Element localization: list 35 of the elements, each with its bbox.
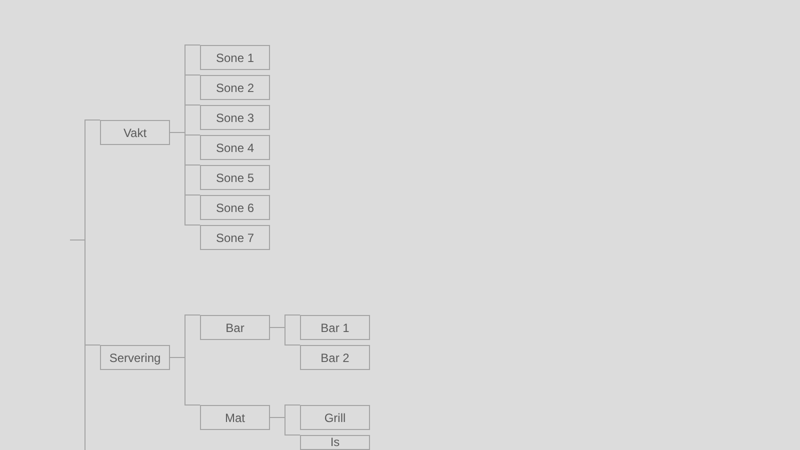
tree-node-box bbox=[200, 225, 270, 250]
node-label: Sone 2 bbox=[216, 80, 254, 94]
node-label: Vakt bbox=[123, 126, 147, 140]
node-label: Grill bbox=[324, 410, 346, 424]
tree-node-box bbox=[200, 165, 270, 190]
tree-node-box bbox=[100, 345, 170, 370]
node-label: Bar 1 bbox=[320, 320, 350, 334]
connector-line bbox=[170, 132, 200, 226]
connector-line bbox=[170, 357, 200, 406]
tree-node-box bbox=[300, 435, 370, 450]
connector-line bbox=[270, 417, 300, 436]
node-label: Bar bbox=[226, 320, 244, 334]
node-label: Sone 4 bbox=[216, 140, 254, 154]
node-label: Servering bbox=[109, 350, 161, 364]
node-label: Sone 6 bbox=[216, 200, 254, 214]
node-label: Sone 1 bbox=[216, 50, 254, 64]
connector-line bbox=[270, 327, 300, 346]
node-label: Sone 7 bbox=[216, 230, 254, 244]
tree-node-box bbox=[200, 135, 270, 160]
tree-node-box bbox=[300, 315, 370, 340]
tree-node-box bbox=[300, 345, 370, 370]
tree-node-box bbox=[300, 405, 370, 430]
tree-node-box bbox=[100, 120, 170, 145]
tree-node-box bbox=[200, 105, 270, 130]
tree-node-box bbox=[200, 405, 270, 430]
tree-node-box bbox=[200, 195, 270, 220]
node-label: Bar 2 bbox=[320, 350, 350, 364]
connector-line bbox=[70, 240, 100, 346]
tree-node-box bbox=[200, 75, 270, 100]
tree-node-box bbox=[200, 45, 270, 70]
node-label: Sone 3 bbox=[216, 110, 254, 124]
node-label: Is bbox=[330, 436, 340, 449]
node-label: Sone 5 bbox=[216, 170, 254, 184]
node-label: Mat bbox=[224, 410, 245, 424]
tree-node-box bbox=[200, 315, 270, 340]
